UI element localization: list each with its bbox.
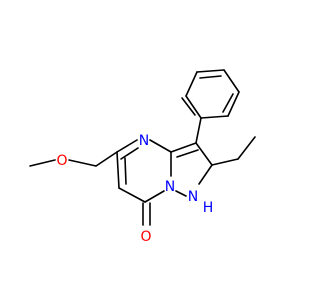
- bond-c3-c2: [195, 142, 213, 166]
- bond-nbridge-c7: [144, 190, 165, 203]
- bond-ch2-c5: [95, 151, 118, 167]
- nh-hydrogen-label: H: [203, 200, 214, 216]
- bond-n4-c3a: [149, 139, 172, 153]
- bond-c7-c6: [118, 187, 146, 203]
- atom-labels: O N N N H O: [56, 133, 213, 245]
- bond-c2-nh: [198, 164, 213, 185]
- phenyl-bond-3: [196, 69, 225, 73]
- bond-o-ch2: [68, 159, 97, 167]
- bond-c3a-c3: [170, 142, 197, 153]
- bond-nh-nbridge: [175, 190, 187, 197]
- bond-c6-c5-double: [124, 157, 127, 185]
- bond-c3-phenyl: [195, 117, 202, 144]
- phenyl-bond-1-double: [181, 97, 196, 116]
- bonds: [29, 69, 256, 226]
- bridge-nitrogen-label: N: [165, 179, 175, 195]
- nh-nitrogen-label: N: [188, 189, 198, 205]
- carbonyl-oxygen-label: O: [140, 229, 151, 245]
- bond-ethyl-methyl: [237, 136, 256, 160]
- molecule-structure: O N N N H O: [29, 69, 256, 245]
- phenyl-bond-5-double: [222, 93, 234, 113]
- phenyl-bond-3-double: [199, 75, 222, 79]
- bond-c5-n4: [116, 139, 138, 153]
- bond-c2-ethyl: [211, 158, 239, 166]
- phenyl-bond-1: [185, 95, 202, 119]
- phenyl-bond-4: [223, 69, 240, 93]
- structure-canvas: O N N N H O: [29, 69, 256, 245]
- methoxy-oxygen-label: O: [56, 153, 67, 169]
- bond-c5-n4-double: [120, 147, 139, 160]
- phenyl-bond-2: [185, 71, 198, 97]
- bond-c6-c5: [116, 151, 120, 189]
- phenyl-bond-5: [227, 91, 240, 117]
- phenyl-bond-6: [200, 115, 229, 119]
- bond-methyl-o: [29, 159, 56, 167]
- ring-nitrogen-label: N: [139, 133, 149, 149]
- bond-c3a-c3-double: [176, 149, 199, 158]
